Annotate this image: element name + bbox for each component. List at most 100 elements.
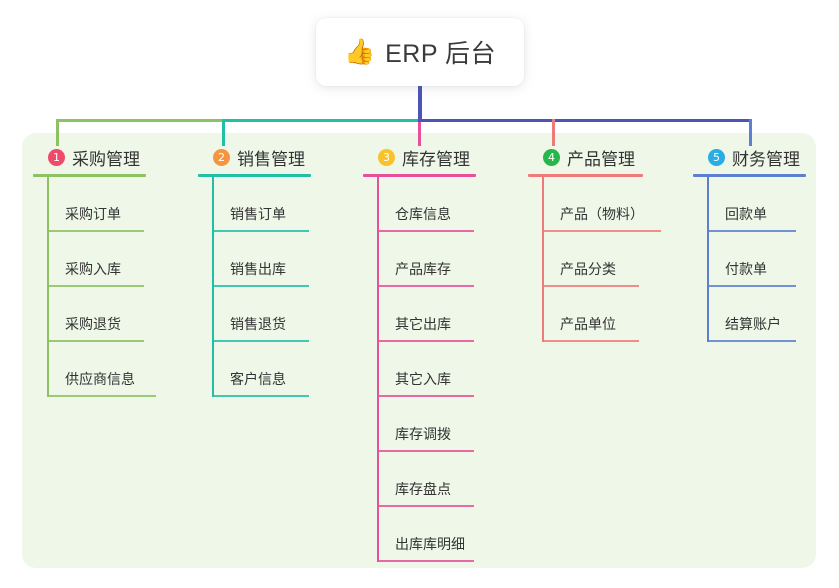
list-item-label: 采购入库 — [65, 261, 121, 277]
column-2: 2 销售管理销售订单销售出库销售退货客户信息 — [198, 146, 348, 397]
list-item-label: 产品库存 — [395, 261, 451, 277]
list-item-rule — [377, 505, 474, 507]
column-items-3: 仓库信息产品库存其它出库其它入库库存调拨库存盘点出库库明细 — [363, 177, 513, 562]
connector-segment — [56, 119, 223, 122]
column-items-2: 销售订单销售出库销售退货客户信息 — [198, 177, 348, 397]
connector-segment — [749, 119, 752, 146]
column-header-1[interactable]: 1 采购管理 — [33, 146, 183, 169]
column-spine-4 — [542, 177, 544, 342]
list-item-rule — [377, 285, 474, 287]
list-item-label: 其它出库 — [395, 316, 451, 332]
list-item-label: 结算账户 — [725, 316, 781, 332]
column-3: 3 库存管理仓库信息产品库存其它出库其它入库库存调拨库存盘点出库库明细 — [363, 146, 513, 562]
list-item[interactable]: 回款单 — [707, 177, 823, 232]
column-items-4: 产品（物料）产品分类产品单位 — [528, 177, 680, 342]
list-item-rule — [212, 395, 309, 397]
connector-segment — [420, 119, 752, 122]
column-1: 1 采购管理采购订单采购入库采购退货供应商信息 — [33, 146, 183, 397]
column-header-rule-3 — [363, 174, 476, 177]
list-item-label: 付款单 — [725, 261, 767, 277]
list-item[interactable]: 销售退货 — [212, 287, 348, 342]
list-item[interactable]: 采购订单 — [47, 177, 183, 232]
list-item[interactable]: 产品库存 — [377, 232, 513, 287]
column-header-5[interactable]: 5 财务管理 — [693, 146, 823, 169]
list-item-label: 回款单 — [725, 206, 767, 222]
column-title-1: 采购管理 — [72, 149, 140, 169]
list-item[interactable]: 出库库明细 — [377, 507, 513, 562]
list-item-rule — [377, 340, 474, 342]
list-item[interactable]: 其它出库 — [377, 287, 513, 342]
column-title-4: 产品管理 — [567, 149, 635, 169]
column-badge-3: 3 — [378, 148, 395, 166]
list-item[interactable]: 采购入库 — [47, 232, 183, 287]
list-item[interactable]: 其它入库 — [377, 342, 513, 397]
list-item-rule — [377, 230, 474, 232]
list-item-label: 库存盘点 — [395, 481, 451, 497]
column-items-1: 采购订单采购入库采购退货供应商信息 — [33, 177, 183, 397]
connector-segment — [418, 86, 422, 122]
list-item-rule — [212, 340, 309, 342]
list-item-rule — [47, 340, 144, 342]
list-item-label: 库存调拨 — [395, 426, 451, 442]
column-header-3[interactable]: 3 库存管理 — [363, 146, 513, 169]
connector-segment — [418, 119, 421, 146]
list-item-rule — [47, 285, 144, 287]
column-badge-5: 5 — [708, 148, 725, 166]
list-item-rule — [47, 230, 144, 232]
list-item[interactable]: 销售订单 — [212, 177, 348, 232]
list-item-label: 供应商信息 — [65, 371, 135, 387]
list-item[interactable]: 库存调拨 — [377, 397, 513, 452]
root-node-erp-backend[interactable]: 👍 ERP 后台 — [316, 18, 524, 86]
list-item-rule — [212, 230, 309, 232]
list-item-rule — [212, 285, 309, 287]
list-item-rule — [707, 340, 796, 342]
list-item-label: 出库库明细 — [395, 536, 465, 552]
thumbs-up-icon: 👍 — [343, 37, 376, 66]
list-item-rule — [707, 285, 796, 287]
list-item-rule — [707, 230, 796, 232]
column-spine-5 — [707, 177, 709, 342]
list-item-rule — [47, 395, 156, 397]
column-title-2: 销售管理 — [237, 149, 305, 169]
list-item-label: 采购订单 — [65, 206, 121, 222]
connector-segment — [552, 119, 555, 146]
column-title-5: 财务管理 — [732, 149, 800, 169]
list-item[interactable]: 结算账户 — [707, 287, 823, 342]
list-item-rule — [377, 560, 474, 562]
column-header-4[interactable]: 4 产品管理 — [528, 146, 680, 169]
column-items-5: 回款单付款单结算账户 — [693, 177, 823, 342]
list-item-label: 其它入库 — [395, 371, 451, 387]
list-item[interactable]: 销售出库 — [212, 232, 348, 287]
column-spine-3 — [377, 177, 379, 562]
list-item[interactable]: 仓库信息 — [377, 177, 513, 232]
column-header-rule-2 — [198, 174, 311, 177]
column-spine-1 — [47, 177, 49, 397]
list-item[interactable]: 客户信息 — [212, 342, 348, 397]
list-item[interactable]: 产品（物料） — [542, 177, 680, 232]
list-item-label: 客户信息 — [230, 371, 286, 387]
list-item[interactable]: 库存盘点 — [377, 452, 513, 507]
list-item-rule — [377, 395, 474, 397]
list-item-rule — [542, 230, 661, 232]
main-panel — [22, 133, 816, 568]
list-item-rule — [542, 340, 639, 342]
column-header-2[interactable]: 2 销售管理 — [198, 146, 348, 169]
column-5: 5 财务管理回款单付款单结算账户 — [693, 146, 823, 342]
column-title-3: 库存管理 — [402, 149, 470, 169]
list-item[interactable]: 产品分类 — [542, 232, 680, 287]
list-item-label: 销售退货 — [230, 316, 286, 332]
list-item[interactable]: 付款单 — [707, 232, 823, 287]
list-item[interactable]: 产品单位 — [542, 287, 680, 342]
connector-segment — [222, 119, 225, 146]
column-spine-2 — [212, 177, 214, 397]
column-badge-4: 4 — [543, 148, 560, 166]
column-badge-2: 2 — [213, 148, 230, 166]
root-title: ERP 后台 — [385, 40, 497, 68]
column-header-rule-1 — [33, 174, 146, 177]
list-item-label: 销售订单 — [230, 206, 286, 222]
list-item[interactable]: 供应商信息 — [47, 342, 183, 397]
list-item[interactable]: 采购退货 — [47, 287, 183, 342]
column-4: 4 产品管理产品（物料）产品分类产品单位 — [528, 146, 680, 342]
column-badge-1: 1 — [48, 148, 65, 166]
column-header-rule-4 — [528, 174, 643, 177]
